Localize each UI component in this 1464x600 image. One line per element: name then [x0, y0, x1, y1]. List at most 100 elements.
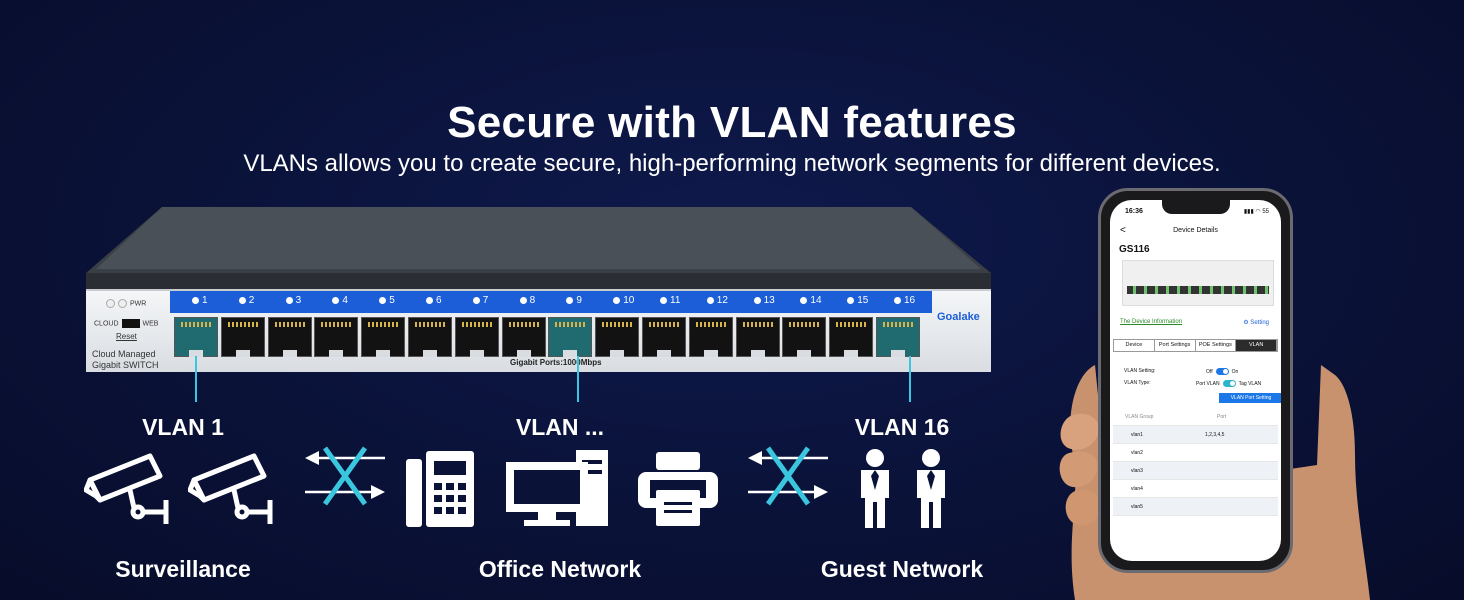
ethernet-port-icon — [876, 317, 920, 357]
ports-speed-label: Gigabit Ports:1000Mbps — [510, 358, 602, 367]
port-number-label: 5 — [379, 295, 395, 306]
port-number-label: 14 — [800, 295, 822, 306]
port-number: 11 — [670, 295, 681, 306]
ethernet-port-icon — [408, 317, 452, 357]
port-number-label: 15 — [847, 295, 868, 306]
desktop-computer-icon — [506, 450, 608, 526]
ethernet-port-icon — [454, 317, 499, 357]
blocked-arrows-icon — [305, 446, 385, 506]
port-number: 14 — [810, 295, 822, 306]
ethernet-port-icon — [735, 317, 780, 357]
port-number-label: 4 — [332, 295, 348, 306]
smartphone: 16:36 ▮▮▮ ◠ 55 < Device Details GS116 Th… — [1098, 188, 1293, 573]
port-led-icon — [472, 296, 480, 304]
port-number-label: 16 — [894, 295, 915, 306]
printer-icon — [638, 452, 718, 526]
device-image — [1122, 260, 1274, 306]
ethernet-port-icon — [782, 317, 827, 357]
vlan-label-2: VLAN ... — [515, 414, 605, 440]
tag-vlan-label: Tag VLAN — [1238, 380, 1262, 387]
mode-toggle-icon — [121, 319, 140, 328]
port-number: 8 — [529, 295, 536, 306]
port-led-icon — [894, 296, 901, 304]
device-ports-graphic — [1127, 286, 1269, 294]
switch-model: Cloud Managed Gigabit SWITCH — [92, 349, 159, 371]
group-label-office: Office Network — [478, 556, 642, 582]
port-number: 12 — [716, 295, 728, 306]
port-led-icon — [660, 296, 667, 304]
port-number: 13 — [763, 295, 775, 306]
ethernet-port-icon — [174, 317, 218, 357]
port-number-label: 2 — [238, 295, 254, 306]
vlan-setting-toggle[interactable] — [1215, 368, 1229, 375]
group-label-surveillance: Surveillance — [115, 556, 251, 582]
vlan-type-toggle[interactable] — [1222, 380, 1236, 387]
table-row[interactable]: vlan3 — [1113, 462, 1278, 480]
off-label: Off — [1206, 368, 1213, 375]
ethernet-port-icon — [688, 317, 733, 357]
ethernet-port-icon — [642, 317, 686, 357]
led-icon — [106, 299, 115, 308]
back-icon[interactable]: < — [1120, 225, 1126, 236]
port-number: 4 — [342, 295, 348, 306]
port-led-icon — [613, 296, 621, 304]
reset-label: Reset — [116, 332, 137, 341]
port-led-icon — [379, 296, 387, 304]
setting-link[interactable]: ⚙ Setting — [1243, 320, 1269, 326]
device-name: GS116 — [1119, 244, 1150, 255]
led-icon — [118, 299, 127, 308]
port-number-label: 13 — [753, 295, 775, 306]
table-row[interactable]: vlan5 — [1113, 498, 1278, 516]
table-row[interactable]: vlan4 — [1113, 480, 1278, 498]
model-line-1: Cloud Managed — [92, 349, 156, 359]
port-number: 16 — [904, 295, 916, 306]
port-number: 6 — [436, 295, 442, 306]
port-number-label: 12 — [706, 295, 728, 306]
port-number-label: 11 — [660, 295, 680, 306]
column-header-port: Port — [1217, 414, 1227, 420]
port-led-icon — [706, 296, 714, 304]
vlan-group-cell: vlan3 — [1131, 468, 1143, 474]
port-number-strip — [170, 291, 932, 313]
on-label: On — [1231, 368, 1239, 375]
group-label-guest: Guest Network — [820, 556, 984, 582]
vlan-group-cell: vlan2 — [1131, 450, 1143, 456]
ethernet-port-icon — [595, 317, 640, 357]
device-information-link[interactable]: The Device Information — [1120, 319, 1183, 325]
vlan-group-cell: vlan1 — [1131, 432, 1143, 438]
vlan-port-setting-button[interactable]: VLAN Port Setting — [1219, 393, 1281, 403]
port-led-icon — [238, 296, 246, 304]
port-number-label: 9 — [566, 295, 582, 306]
column-header-group: VLAN Group — [1125, 414, 1154, 420]
port-number: 7 — [482, 295, 489, 306]
switch-top-cover — [86, 207, 991, 289]
port-led-icon — [753, 296, 761, 304]
blocked-arrows-icon — [748, 446, 828, 506]
person-icon — [917, 449, 945, 528]
port-number: 9 — [576, 295, 582, 306]
vlan-label-3: VLAN 16 — [854, 414, 950, 440]
vlan-type-label: VLAN Type: — [1124, 380, 1151, 386]
vlan-group-cell: vlan5 — [1131, 504, 1143, 510]
port-number-label: 1 — [192, 295, 208, 306]
vlan-label-1: VLAN 1 — [142, 414, 224, 440]
port-number: 1 — [202, 295, 208, 306]
status-icons: ▮▮▮ ◠ 55 — [1243, 209, 1269, 215]
port-led-icon — [566, 296, 574, 304]
tab-port-settings[interactable]: Port Settings — [1155, 340, 1196, 351]
tab-poe-settings[interactable]: POE Settings — [1196, 340, 1237, 351]
pwr-label: PWR — [130, 300, 147, 308]
web-label: WEB — [142, 320, 159, 328]
person-icon — [861, 449, 889, 528]
tab-device[interactable]: Device — [1114, 340, 1155, 351]
port-led-icon — [192, 296, 199, 304]
port-number: 10 — [623, 295, 635, 306]
app-tabs: Device Port Settings POE Settings VLAN — [1113, 339, 1278, 352]
table-row[interactable]: vlan2 — [1113, 444, 1278, 462]
tab-vlan[interactable]: VLAN — [1236, 340, 1277, 351]
